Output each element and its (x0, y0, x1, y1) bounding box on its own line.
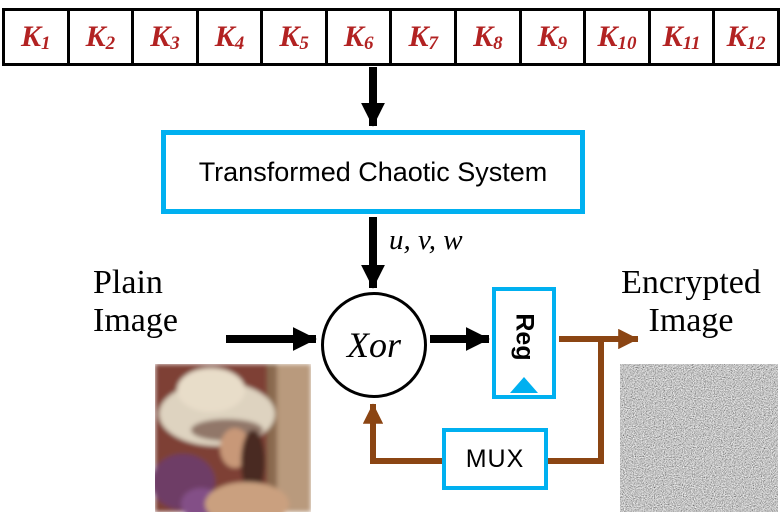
mux-box: MUX (442, 428, 548, 490)
encrypted-image-label-line1: Encrypted (621, 264, 761, 301)
plain-image-label: Plain Image (93, 264, 178, 340)
key-subscript: 1 (41, 32, 51, 54)
key-label: K (408, 20, 429, 53)
key-label: K (343, 20, 364, 53)
plain-image-label-line1: Plain (93, 264, 163, 301)
key-subscript: 4 (234, 32, 245, 54)
key-subscript: 10 (617, 32, 637, 54)
key-label: K (726, 20, 747, 53)
transformed-chaotic-system-box: Transformed Chaotic System (161, 130, 585, 214)
key-label: K (473, 20, 494, 53)
key-label: K (21, 20, 42, 53)
encrypted-image-label: Encrypted Image (600, 264, 782, 340)
clock-triangle-icon (510, 377, 538, 393)
key-subscript: 6 (363, 32, 374, 54)
key-subscript: 8 (493, 32, 503, 54)
key-label: K (537, 20, 558, 53)
encrypted-image-label-line2: Image (648, 302, 734, 340)
uvw-signal-label: u, v, w (389, 224, 463, 256)
key-subscript: 11 (682, 32, 701, 54)
xor-label: Xor (347, 325, 401, 365)
arrow-mux-to-xor (362, 403, 443, 464)
key-subscript: 3 (170, 32, 180, 54)
plain-image-label-line2: Image (93, 302, 178, 340)
encrypted-image-thumbnail (620, 364, 778, 512)
key-label: K (85, 20, 106, 53)
chaotic-system-label: Transformed Chaotic System (198, 156, 548, 187)
reg-label: Reg (510, 313, 539, 361)
key-subscript: 7 (428, 32, 439, 54)
key-label: K (597, 20, 618, 53)
key-label: K (279, 20, 300, 53)
xor-node: Xor (321, 292, 427, 398)
key-label: K (214, 20, 235, 53)
mux-label: MUX (465, 444, 525, 473)
reg-box: Reg (492, 287, 556, 399)
key-subscript: 12 (746, 32, 766, 54)
key-label: K (662, 20, 683, 53)
key-subscript: 9 (557, 32, 568, 54)
plain-image-thumbnail (155, 364, 311, 512)
key-subscript: 2 (105, 32, 116, 54)
key-label: K (150, 20, 171, 53)
key-subscript: 5 (299, 32, 309, 54)
